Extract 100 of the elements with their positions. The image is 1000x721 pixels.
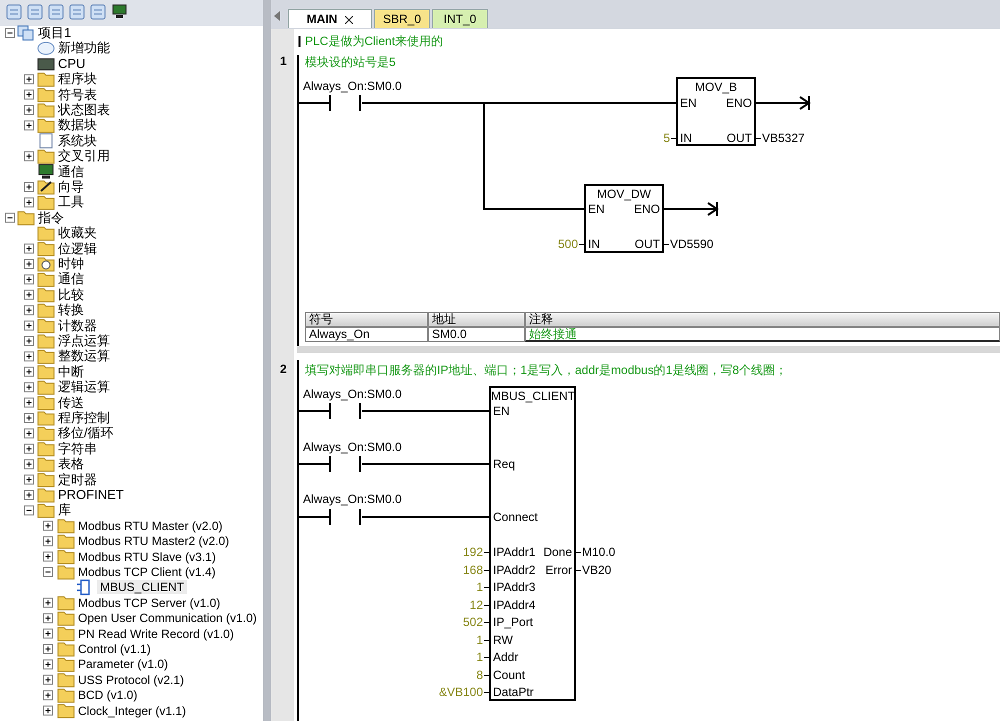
pin-operand: M10.0 bbox=[576, 545, 616, 559]
block-title: MBUS_CLIENT bbox=[491, 389, 574, 403]
network-comment: 模块设的站号是5 bbox=[305, 54, 396, 71]
tree-item: 向导 bbox=[58, 180, 84, 194]
tree-item: 比较 bbox=[58, 288, 84, 302]
tree-item: PN Read Write Record (v1.0) bbox=[78, 626, 234, 641]
contact-label: Always_On:SM0.0 bbox=[303, 79, 402, 93]
tree-item: Clock_Integer (v1.1) bbox=[78, 704, 186, 718]
pin-name: IP_Port bbox=[493, 615, 534, 629]
tree-item: 定时器 bbox=[58, 472, 97, 487]
table-header-cell: 符号 bbox=[305, 312, 428, 327]
pin-operand: 502 bbox=[462, 615, 489, 629]
tree-item: 交叉引用 bbox=[58, 149, 110, 164]
pin-name: IN bbox=[680, 131, 692, 145]
tree-item: BCD (v1.0) bbox=[78, 688, 138, 702]
pin-operand: VD5590 bbox=[664, 237, 714, 251]
pin-name: EN bbox=[588, 202, 605, 216]
tree-item: 工具 bbox=[58, 195, 84, 210]
pin-operand: 500 bbox=[558, 237, 584, 251]
network-number: 1 bbox=[280, 54, 287, 68]
network-number: 2 bbox=[280, 362, 287, 376]
tree-item: Modbus RTU Slave (v3.1) bbox=[78, 550, 216, 564]
tree-item: USS Protocol (v2.1) bbox=[78, 672, 184, 687]
tree-item: Parameter (v1.0) bbox=[78, 657, 168, 672]
tree-item: 库 bbox=[58, 503, 71, 518]
pin-name: Error bbox=[545, 563, 572, 577]
pin-name: Req bbox=[493, 457, 516, 471]
pin-name: IN bbox=[588, 237, 600, 251]
rung-wire bbox=[362, 516, 489, 518]
tree-item: 位逻辑 bbox=[58, 242, 97, 256]
pin-operand: 192 bbox=[462, 545, 489, 559]
tab-label: MAIN bbox=[306, 12, 338, 26]
pin-name: RW bbox=[493, 633, 513, 647]
pin-operand: 1 bbox=[476, 650, 489, 664]
tree-item: MBUS_CLIENT bbox=[97, 580, 188, 594]
tab: SBR_0 bbox=[374, 9, 430, 28]
contact-label: Always_On:SM0.0 bbox=[303, 440, 402, 454]
tree-item: 移位/循环 bbox=[58, 426, 114, 440]
tree-item: 整数运算 bbox=[58, 349, 110, 364]
function-block bbox=[489, 386, 576, 701]
pin-name: Connect bbox=[493, 510, 538, 524]
rung-wire bbox=[756, 95, 810, 111]
rung-wire bbox=[362, 463, 489, 465]
tree-item: Open User Communication (v1.0) bbox=[78, 611, 257, 626]
pin-operand: 5 bbox=[663, 131, 676, 145]
tree-item: Modbus TCP Server (v1.0) bbox=[78, 596, 220, 610]
table-header-cell: 注释 bbox=[525, 312, 1000, 327]
function-block bbox=[584, 184, 664, 253]
tree-item: Modbus TCP Client (v1.4) bbox=[78, 565, 216, 579]
pin-name: IPAddr2 bbox=[493, 563, 536, 577]
tree-item: Control (v1.1) bbox=[78, 642, 151, 656]
table-cell: 始终接通 bbox=[525, 327, 1000, 342]
pin-name: Done bbox=[543, 545, 572, 559]
rung-wire bbox=[664, 201, 718, 217]
tree-item: 收藏夹 bbox=[58, 226, 97, 240]
pin-name: EN bbox=[680, 96, 697, 110]
function-block bbox=[676, 77, 756, 146]
pin-name: Count bbox=[493, 668, 526, 682]
pin-operand: VB5327 bbox=[756, 131, 805, 145]
block-title: MOV_B bbox=[694, 80, 738, 94]
rung-wire bbox=[362, 410, 489, 412]
tree-item: Modbus RTU Master2 (v2.0) bbox=[78, 534, 230, 548]
pin-operand: 12 bbox=[470, 598, 489, 612]
block-title: MOV_DW bbox=[596, 187, 652, 201]
pin-operand: 1 bbox=[476, 580, 489, 594]
tree-item: 转换 bbox=[58, 303, 84, 318]
tree-item: 传送 bbox=[58, 396, 84, 410]
contact-label: Always_On:SM0.0 bbox=[303, 387, 402, 401]
tree-item: 浮点运算 bbox=[58, 334, 110, 348]
pin-operand: 1 bbox=[476, 633, 489, 647]
pin-name: IPAddr4 bbox=[493, 598, 536, 612]
network-comment: PLC是做为Client来使用的 bbox=[305, 33, 444, 50]
tree-item: 中断 bbox=[58, 364, 84, 379]
tree-item: 系统块 bbox=[58, 134, 97, 148]
table-cell: Always_On bbox=[305, 327, 428, 342]
pin-name: IPAddr3 bbox=[493, 580, 536, 594]
pin-name: IPAddr1 bbox=[493, 545, 536, 559]
tree-item: 时钟 bbox=[58, 257, 84, 271]
pin-operand: &VB100 bbox=[438, 685, 489, 699]
tree-item: 逻辑运算 bbox=[58, 380, 110, 394]
table-cell: SM0.0 bbox=[428, 327, 525, 342]
tree-item: CPU bbox=[58, 56, 86, 71]
tab: INT_0 bbox=[432, 9, 488, 28]
pin-name: Addr bbox=[493, 650, 518, 664]
pin-name: OUT bbox=[634, 237, 660, 251]
pin-name: ENO bbox=[634, 202, 660, 216]
pin-name: ENO bbox=[726, 96, 752, 110]
pin-name: EN bbox=[493, 404, 510, 418]
contact-label: Always_On:SM0.0 bbox=[303, 492, 402, 506]
tree-item: 程序控制 bbox=[58, 411, 110, 425]
tree-item: Modbus RTU Master (v2.0) bbox=[78, 518, 222, 533]
tree-item: 程序块 bbox=[58, 72, 97, 86]
tree-item: 计数器 bbox=[58, 318, 97, 333]
tree-item: 通信 bbox=[58, 272, 84, 286]
tree-item: PROFINET bbox=[58, 488, 124, 502]
tree-item: 表格 bbox=[58, 457, 84, 472]
pin-name: OUT bbox=[726, 131, 752, 145]
table-header-cell: 地址 bbox=[428, 312, 525, 327]
tree-item: 符号表 bbox=[58, 88, 97, 102]
tree-item: 项目1 bbox=[38, 26, 72, 40]
